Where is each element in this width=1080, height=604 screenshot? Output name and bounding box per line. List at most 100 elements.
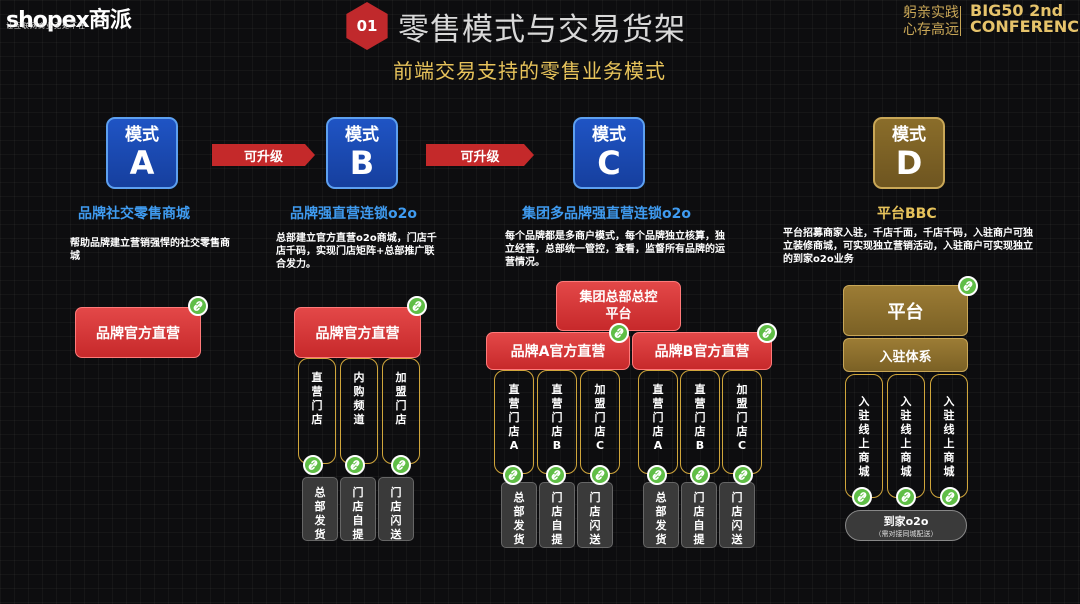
c-brand-a-delivery: 总部发货 bbox=[501, 482, 537, 548]
c-brand-b-delivery: 门店自提 bbox=[681, 482, 717, 548]
b-delivery-box: 总部发货 bbox=[302, 477, 338, 541]
delivery-label: 门店自提 bbox=[551, 491, 563, 546]
mode-a-badge: 模式 A bbox=[106, 117, 178, 189]
section-number-badge: 01 bbox=[346, 2, 388, 50]
delivery-label: 门店自提 bbox=[352, 486, 364, 541]
c-brand-a-channel: 直营门店A bbox=[494, 370, 534, 474]
mode-d-description: 平台招募商家入驻，千店千面，千店千码，入驻商户可独立装修商城，可实现独立营销活动… bbox=[783, 228, 1033, 265]
upgrade-arrow-b-c: 可升级 bbox=[426, 144, 534, 166]
delivery-label: 总部发货 bbox=[513, 491, 525, 546]
mode-c-badge: 模式 C bbox=[573, 117, 645, 189]
c-brand-a-channel: 加盟门店C bbox=[580, 370, 620, 474]
mini-program-link-icon bbox=[407, 296, 427, 316]
mini-program-link-icon bbox=[690, 465, 710, 485]
mini-program-link-icon bbox=[345, 455, 365, 475]
brand-logo: shopex商派 bbox=[6, 8, 132, 33]
mode-c-name: 集团多品牌强直营连锁o2o bbox=[522, 206, 691, 222]
mini-program-link-icon bbox=[546, 465, 566, 485]
channel-label: 直营门店B bbox=[694, 383, 706, 452]
delivery-label: 门店自提 bbox=[693, 491, 705, 546]
mode-label: 模式 bbox=[345, 125, 379, 145]
c-brand-b-box: 品牌B官方直营 bbox=[632, 332, 772, 370]
channel-label: 直营门店 bbox=[311, 371, 323, 426]
mini-program-link-icon bbox=[896, 487, 916, 507]
mini-program-link-icon bbox=[303, 455, 323, 475]
mode-b-badge: 模式 B bbox=[326, 117, 398, 189]
b-channel-column: 加盟门店 bbox=[382, 358, 420, 464]
b-channel-column: 直营门店 bbox=[298, 358, 336, 464]
d-merchant-column: 入驻线上商城 bbox=[845, 374, 883, 498]
channel-label: 直营门店B bbox=[551, 383, 563, 452]
mode-b-description: 总部建立官方直营o2o商城，门店千店千码，实现门店矩阵+总部推广联合发力。 bbox=[276, 233, 437, 270]
mode-label: 模式 bbox=[125, 125, 159, 145]
a-official-direct-box: 品牌官方直营 bbox=[75, 307, 201, 358]
c-brand-a-box: 品牌A官方直营 bbox=[486, 332, 630, 370]
o2o-title: 到家o2o bbox=[883, 514, 929, 528]
b-delivery-box: 门店自提 bbox=[340, 477, 376, 541]
c-brand-a-channel: 直营门店B bbox=[537, 370, 577, 474]
d-onboarding-system-box: 入驻体系 bbox=[843, 338, 968, 372]
mode-d-name: 平台BBC bbox=[877, 206, 937, 222]
channel-label: 加盟门店C bbox=[736, 383, 748, 452]
mini-program-link-icon bbox=[733, 465, 753, 485]
channel-label: 加盟门店 bbox=[395, 371, 407, 426]
mode-b-name: 品牌强直营连锁o2o bbox=[290, 206, 417, 222]
mode-key: B bbox=[349, 144, 375, 182]
page-title: 零售模式与交易货架 bbox=[398, 12, 686, 48]
mode-d-badge: 模式 D bbox=[873, 117, 945, 189]
conference-motto-1: 躬亲实践 bbox=[903, 5, 959, 21]
upgrade-arrow-a-b: 可升级 bbox=[212, 144, 315, 166]
delivery-label: 总部发货 bbox=[655, 491, 667, 546]
mode-a-name: 品牌社交零售商城 bbox=[78, 206, 190, 222]
merchant-label: 入驻线上商城 bbox=[900, 395, 912, 478]
mini-program-link-icon bbox=[590, 465, 610, 485]
c-brand-b-delivery: 总部发货 bbox=[643, 482, 679, 548]
conference-name: BIG50 2nd bbox=[970, 1, 1064, 20]
c-brand-a-delivery: 门店自提 bbox=[539, 482, 575, 548]
b-channel-column: 内购频道 bbox=[340, 358, 378, 464]
mini-program-link-icon bbox=[852, 487, 872, 507]
b-official-direct-box: 品牌官方直营 bbox=[294, 307, 421, 358]
mini-program-link-icon bbox=[940, 487, 960, 507]
mode-key: D bbox=[895, 144, 923, 182]
c-brand-b-channel: 直营门店A bbox=[638, 370, 678, 474]
channel-label: 加盟门店C bbox=[594, 383, 606, 452]
d-merchant-column: 入驻线上商城 bbox=[887, 374, 925, 498]
d-o2o-pill: 到家o2o （需对接同城配送） bbox=[845, 510, 967, 541]
mode-key: C bbox=[597, 144, 621, 182]
c-brand-b-delivery: 门店闪送 bbox=[719, 482, 755, 548]
channel-label: 直营门店A bbox=[508, 383, 520, 452]
d-merchant-column: 入驻线上商城 bbox=[930, 374, 968, 498]
mini-program-link-icon bbox=[503, 465, 523, 485]
mini-program-link-icon bbox=[188, 296, 208, 316]
mode-c-description: 每个品牌都是多商户模式，每个品牌独立核算，独立经营，总部统一管控，查看，监督所有… bbox=[505, 231, 725, 268]
delivery-label: 门店闪送 bbox=[731, 491, 743, 546]
mini-program-link-icon bbox=[958, 276, 978, 296]
header-divider bbox=[960, 6, 961, 36]
c-brand-b-channel: 加盟门店C bbox=[722, 370, 762, 474]
channel-label: 直营门店A bbox=[652, 383, 664, 452]
mini-program-link-icon bbox=[391, 455, 411, 475]
c-brand-b-channel: 直营门店B bbox=[680, 370, 720, 474]
delivery-label: 门店闪送 bbox=[589, 491, 601, 546]
d-platform-box: 平台 bbox=[843, 285, 968, 336]
merchant-label: 入驻线上商城 bbox=[943, 395, 955, 478]
mode-a-description: 帮助品牌建立营销强悍的社交零售商城 bbox=[70, 238, 230, 262]
mini-program-link-icon bbox=[757, 323, 777, 343]
mini-program-link-icon bbox=[609, 323, 629, 343]
mini-program-link-icon bbox=[647, 465, 667, 485]
mode-label: 模式 bbox=[592, 125, 626, 145]
merchant-label: 入驻线上商城 bbox=[858, 395, 870, 478]
c-brand-a-delivery: 门店闪送 bbox=[577, 482, 613, 548]
mode-key: A bbox=[129, 144, 155, 182]
conference-label: CONFERENCE bbox=[970, 17, 1080, 36]
brand-slogan: 让互联网商业无处不在 bbox=[6, 22, 86, 30]
delivery-label: 总部发货 bbox=[314, 486, 326, 541]
delivery-label: 门店闪送 bbox=[390, 486, 402, 541]
conference-motto-2: 心存高远 bbox=[903, 22, 959, 38]
o2o-note: （需对接同城配送） bbox=[874, 529, 938, 538]
page-subtitle: 前端交易支持的零售业务模式 bbox=[393, 59, 666, 83]
mode-label: 模式 bbox=[892, 125, 926, 145]
b-delivery-box: 门店闪送 bbox=[378, 477, 414, 541]
channel-label: 内购频道 bbox=[353, 371, 365, 426]
